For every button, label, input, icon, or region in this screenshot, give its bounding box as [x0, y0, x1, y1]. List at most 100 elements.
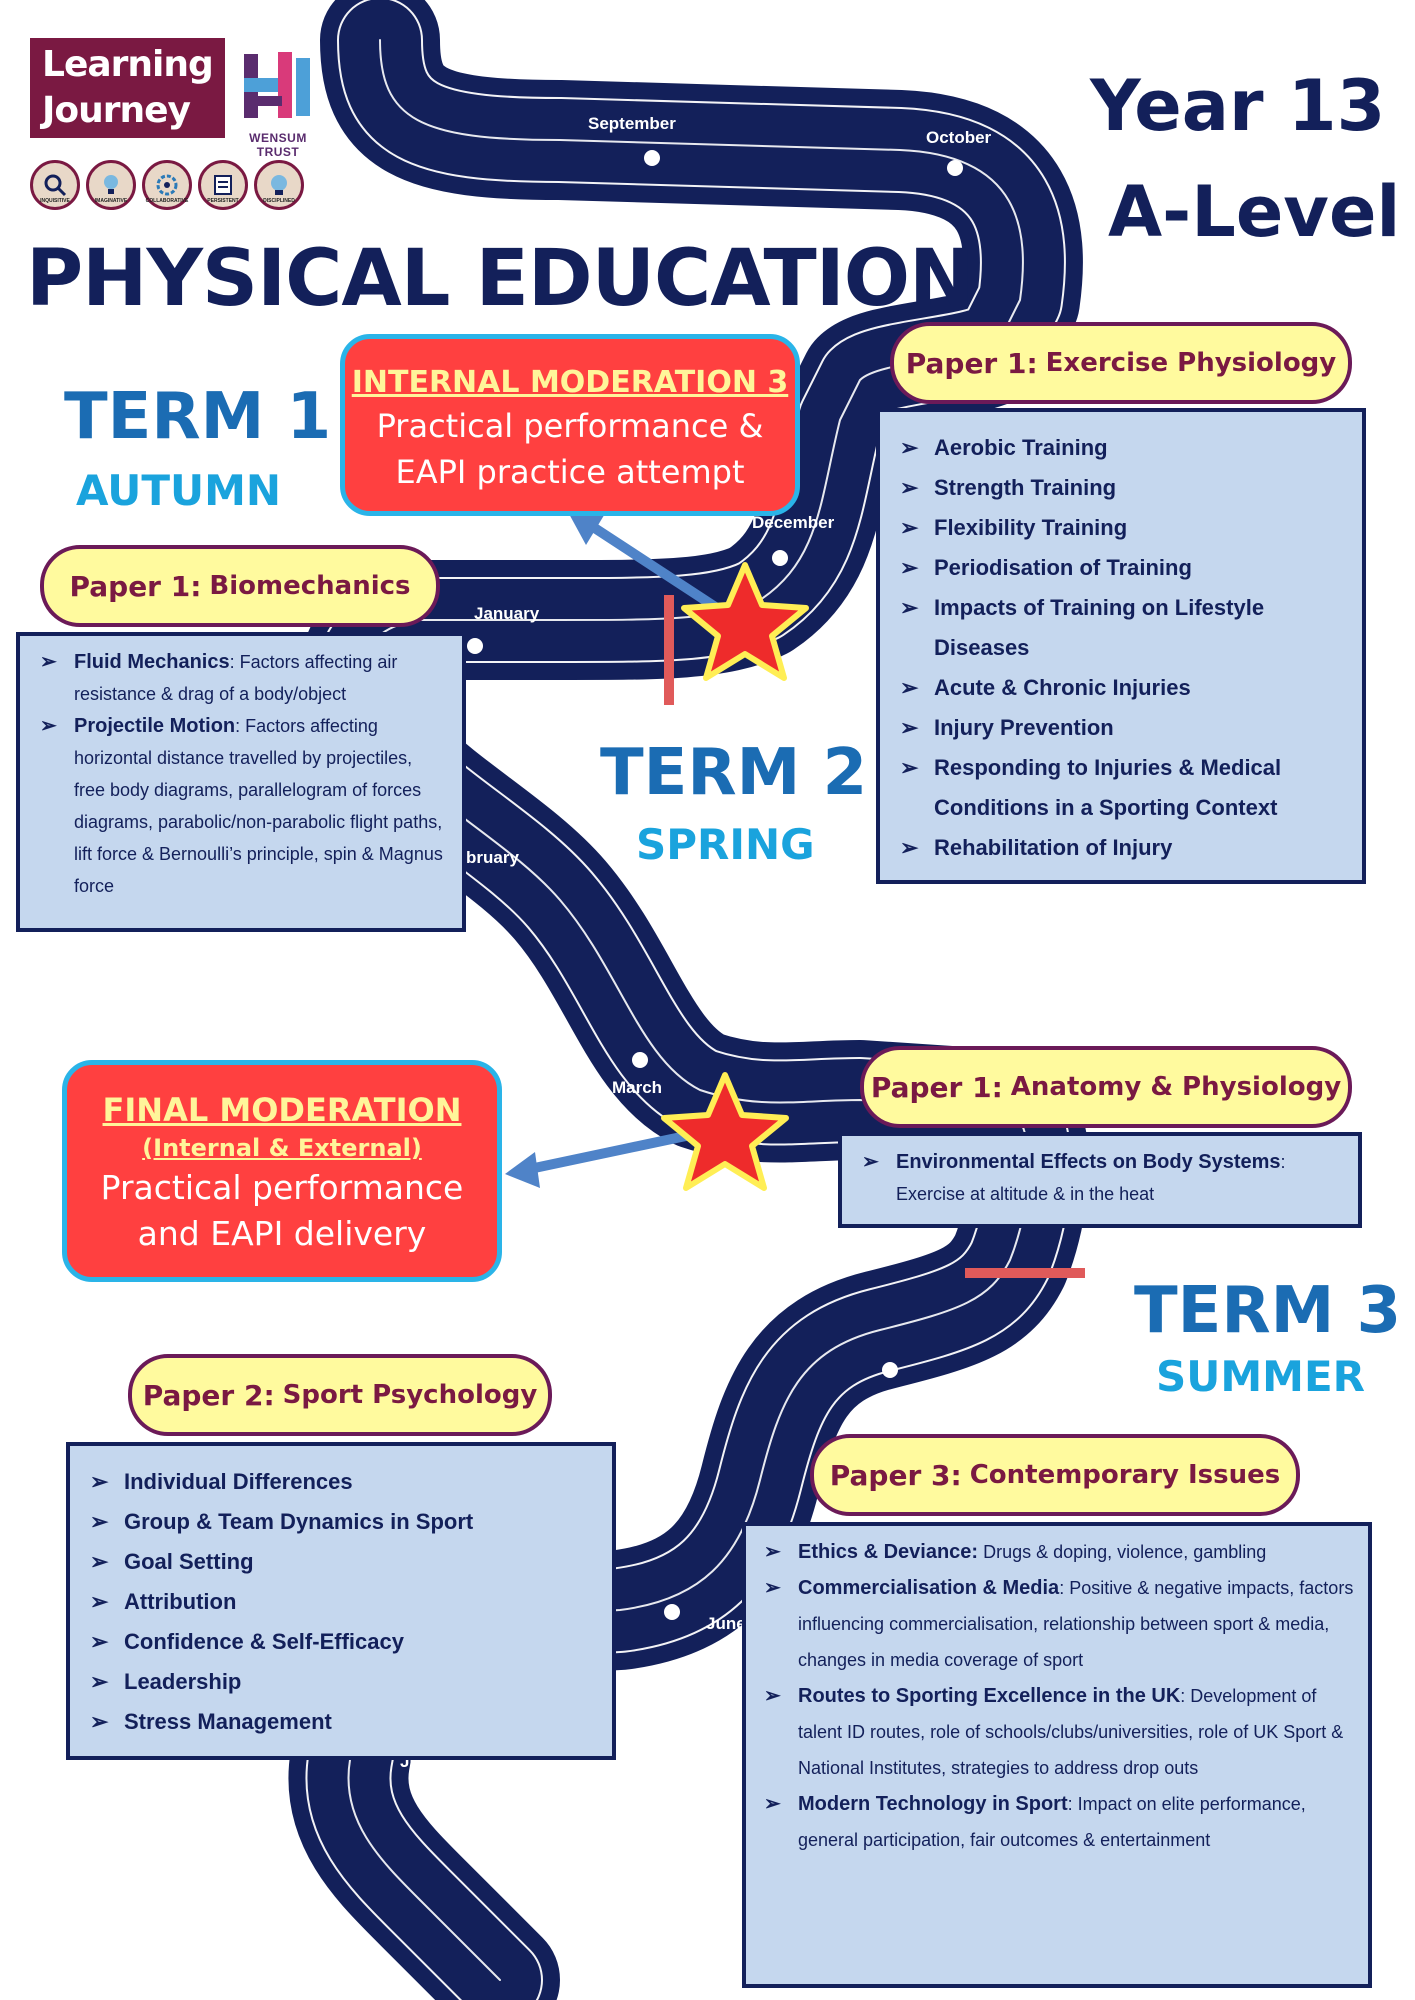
- paper-topic: Exercise Physiology: [1045, 348, 1337, 378]
- month-label: October: [926, 128, 992, 147]
- trust-name: WENSUM TRUST: [249, 131, 307, 159]
- list-item: ➢Commercialisation & Media: Positive & n…: [760, 1570, 1354, 1678]
- topic-list: ➢Fluid Mechanics: Factors affecting air …: [36, 646, 446, 902]
- exercise-physiology-heading: Paper 1: Exercise Physiology: [890, 322, 1352, 404]
- arrow-bullet-icon: ➢: [900, 835, 919, 860]
- list-item: ➢Acute & Chronic Injuries: [896, 668, 1346, 708]
- month-label: January: [474, 604, 540, 623]
- list-item: ➢Flexibility Training: [896, 508, 1346, 548]
- paper-number: Paper 1:: [69, 569, 202, 603]
- list-item: ➢Individual Differences: [86, 1462, 596, 1502]
- contemporary-issues-topics: ➢Ethics & Deviance: Drugs & doping, viol…: [742, 1522, 1372, 1988]
- collaborative-badge: COLLABORATIVE: [142, 160, 192, 210]
- list-item: ➢Routes to Sporting Excellence in the UK…: [760, 1678, 1354, 1786]
- arrow-bullet-icon: ➢: [900, 675, 919, 700]
- term-2-label: TERM 2: [600, 736, 868, 810]
- lightbulb-icon: [104, 175, 118, 194]
- arrow-head: [505, 1152, 540, 1188]
- anatomy-physiology-topics: ➢Environmental Effects on Body Systems: …: [838, 1132, 1362, 1228]
- list-item: ➢Fluid Mechanics: Factors affecting air …: [36, 646, 446, 710]
- topic-list: ➢Individual Differences ➢Group & Team Dy…: [86, 1462, 596, 1742]
- term-1-label: TERM 1: [64, 380, 332, 454]
- value-badges: INQUISITIVE IMAGINATIVE COLLABORATIVE PE…: [30, 160, 304, 210]
- arrow-bullet-icon: ➢: [900, 715, 919, 740]
- arrow-bullet-icon: ➢: [900, 515, 919, 540]
- subject-title: PHYSICAL EDUCATION: [26, 234, 974, 324]
- final-moderation-subtitle: (Internal & External): [142, 1134, 422, 1162]
- month-label: June: [706, 1614, 746, 1633]
- arrow-to-final-moderation: [520, 1128, 705, 1175]
- list-item: ➢Projectile Motion: Factors affecting ho…: [36, 710, 446, 902]
- trust-logo: WENSUM TRUST: [232, 48, 324, 159]
- final-moderation-title: FINAL MODERATION: [102, 1091, 462, 1129]
- term-2-season: SPRING: [636, 820, 815, 869]
- arrow-bullet-icon: ➢: [40, 651, 57, 673]
- arrow-bullet-icon: ➢: [90, 1709, 109, 1734]
- month-label: May: [900, 1384, 934, 1403]
- arrow-bullet-icon: ➢: [900, 595, 919, 620]
- list-item: ➢Aerobic Training: [896, 428, 1346, 468]
- list-item: ➢Goal Setting: [86, 1542, 596, 1582]
- list-item: ➢Rehabilitation of Injury: [896, 828, 1346, 868]
- list-item: ➢Confidence & Self-Efficacy: [86, 1622, 596, 1662]
- contemporary-issues-heading: Paper 3: Contemporary Issues: [810, 1434, 1300, 1516]
- star-icon: [661, 1072, 789, 1191]
- list-item: ➢Leadership: [86, 1662, 596, 1702]
- year-title: Year 13: [1090, 65, 1386, 147]
- list-item: ➢Periodisation of Training: [896, 548, 1346, 588]
- arrow-bullet-icon: ➢: [90, 1629, 109, 1654]
- paper-topic: Contemporary Issues: [969, 1460, 1281, 1490]
- final-moderation-line: Practical performance: [100, 1168, 464, 1207]
- arrow-bullet-icon: ➢: [900, 555, 919, 580]
- arrow-bullet-icon: ➢: [764, 1577, 781, 1599]
- milestone-dot: [467, 638, 483, 654]
- trust-emblem-icon: [244, 52, 310, 118]
- list-item: ➢Group & Team Dynamics in Sport: [86, 1502, 596, 1542]
- internal-moderation-title: INTERNAL MODERATION 3: [351, 365, 789, 400]
- milestone-dot: [947, 160, 963, 176]
- logo-line: Journey: [42, 90, 191, 131]
- arrow-bullet-icon: ➢: [90, 1509, 109, 1534]
- arrow-bullet-icon: ➢: [900, 475, 919, 500]
- biomechanics-topics: ➢Fluid Mechanics: Factors affecting air …: [16, 632, 466, 932]
- paper-number: Paper 1:: [905, 346, 1038, 380]
- sport-psychology-topics: ➢Individual Differences ➢Group & Team Dy…: [66, 1442, 616, 1760]
- inquisitive-badge: INQUISITIVE: [30, 160, 80, 210]
- list-item: ➢Responding to Injuries & Medical Condit…: [896, 748, 1346, 828]
- month-label: December: [752, 513, 835, 532]
- list-item: ➢Modern Technology in Sport: Impact on e…: [760, 1786, 1354, 1858]
- star-icon: [681, 562, 809, 681]
- milestone-dot: [644, 150, 660, 166]
- head-icon: [271, 175, 287, 195]
- arrow-bullet-icon: ➢: [90, 1669, 109, 1694]
- internal-moderation-box: INTERNAL MODERATION 3 Practical performa…: [340, 334, 800, 516]
- topic-list: ➢Aerobic Training ➢Strength Training ➢Fl…: [896, 428, 1346, 868]
- arrow-bullet-icon: ➢: [90, 1469, 109, 1494]
- term-3-label: TERM 3: [1134, 1274, 1402, 1348]
- anatomy-physiology-heading: Paper 1: Anatomy & Physiology: [860, 1046, 1352, 1128]
- arrow-bullet-icon: ➢: [764, 1793, 781, 1815]
- list-item: ➢Stress Management: [86, 1702, 596, 1742]
- magnifier-icon: [44, 174, 67, 197]
- milestone-dot: [882, 1362, 898, 1378]
- sport-psychology-heading: Paper 2: Sport Psychology: [128, 1354, 552, 1436]
- month-label: bruary: [466, 848, 519, 867]
- learning-journey-logo: Learning Journey: [30, 38, 225, 138]
- arrow-to-internal-moderation: [585, 520, 725, 615]
- milestone-dot: [664, 1604, 680, 1620]
- milestone-dot: [772, 550, 788, 566]
- checklist-icon: [214, 175, 232, 195]
- persistent-badge: PERSISTENT: [198, 160, 248, 210]
- topic-list: ➢Ethics & Deviance: Drugs & doping, viol…: [760, 1534, 1354, 1858]
- topic-list: ➢Environmental Effects on Body Systems: …: [858, 1146, 1342, 1210]
- internal-moderation-line: Practical performance &: [376, 407, 764, 445]
- arrow-bullet-icon: ➢: [900, 435, 919, 460]
- list-item: ➢Injury Prevention: [896, 708, 1346, 748]
- people-circle-icon: [156, 174, 178, 196]
- final-moderation-box: FINAL MODERATION (Internal & External) P…: [62, 1060, 502, 1282]
- arrow-bullet-icon: ➢: [900, 755, 919, 780]
- imaginative-badge: IMAGINATIVE: [86, 160, 136, 210]
- paper-number: Paper 3:: [829, 1458, 962, 1492]
